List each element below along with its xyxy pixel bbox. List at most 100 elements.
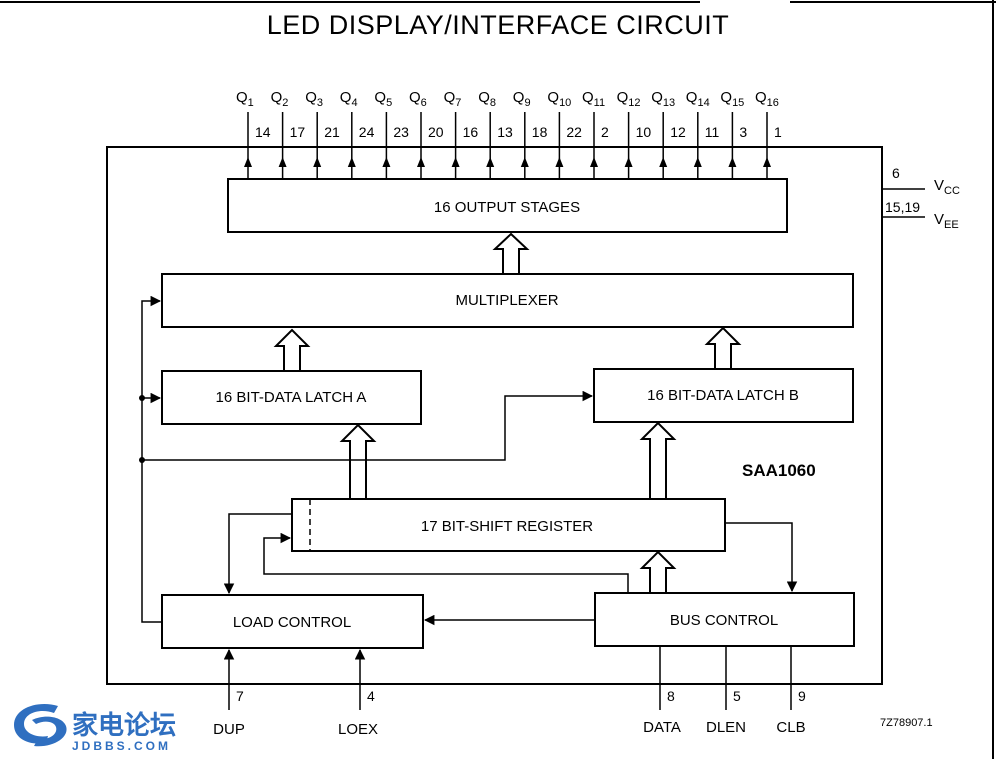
output-arrow-icon bbox=[693, 157, 702, 167]
output-pin-number: 12 bbox=[670, 124, 686, 140]
vcc-label: VCC bbox=[934, 177, 960, 197]
output-label-q8: Q8 bbox=[478, 89, 496, 109]
shift-register-label: 17 BIT-SHIFT REGISTER bbox=[421, 518, 593, 535]
output-label-q12: Q12 bbox=[617, 89, 641, 109]
output-pins: 14Q117Q221Q324Q423Q520Q616Q713Q818Q922Q1… bbox=[236, 89, 782, 179]
data-pin-number: 8 bbox=[667, 688, 675, 704]
output-label-q7: Q7 bbox=[444, 89, 462, 109]
multiplexer-label: MULTIPLEXER bbox=[455, 292, 558, 309]
dlen-pin-number: 5 bbox=[733, 688, 741, 704]
load-control-block: LOAD CONTROL bbox=[161, 594, 424, 649]
chip-name: SAA1060 bbox=[742, 461, 816, 480]
output-label-q11: Q11 bbox=[582, 89, 605, 109]
output-label-q1: Q1 bbox=[236, 89, 254, 109]
output-label-q16: Q16 bbox=[755, 89, 779, 109]
output-pin-number: 1 bbox=[774, 124, 782, 140]
output-pin-number: 22 bbox=[566, 124, 582, 140]
watermark-chinese: 家电论坛 bbox=[72, 710, 176, 741]
clb-pin-number: 9 bbox=[798, 688, 806, 704]
bus-to-shift-feedback-line bbox=[263, 532, 629, 593]
output-arrow-icon bbox=[763, 157, 771, 167]
loex-pin-number: 4 bbox=[367, 688, 375, 704]
output-arrow-icon bbox=[347, 157, 356, 167]
output-label-q15: Q15 bbox=[720, 89, 744, 109]
output-label-q3: Q3 bbox=[305, 89, 323, 109]
loex-label: LOEX bbox=[338, 721, 378, 738]
bus-arrow-mux-to-output bbox=[492, 232, 530, 275]
bus-arrow-latch-b-to-mux bbox=[704, 326, 742, 370]
logo-swirl-icon bbox=[32, 716, 67, 747]
output-pin-number: 11 bbox=[705, 124, 720, 140]
output-label-q6: Q6 bbox=[409, 89, 427, 109]
data-label: DATA bbox=[643, 719, 681, 736]
shift-register-block: 17 BIT-SHIFT REGISTER bbox=[291, 498, 726, 552]
output-pin-number: 18 bbox=[532, 124, 548, 140]
output-label-q2: Q2 bbox=[271, 89, 289, 109]
junction-dot bbox=[139, 457, 145, 463]
vcc-pin-number: 6 bbox=[892, 165, 900, 181]
output-arrow-icon bbox=[555, 157, 564, 167]
output-pin-number: 3 bbox=[739, 124, 747, 140]
figure-reference: 7Z78907.1 bbox=[880, 717, 933, 729]
output-arrow-icon bbox=[486, 157, 495, 167]
watermark-english: JDBBS.COM bbox=[72, 739, 171, 753]
load-control-label: LOAD CONTROL bbox=[233, 614, 351, 631]
bus-arrow-shift-to-latch-a bbox=[339, 423, 377, 500]
output-stages-block: 16 OUTPUT STAGES bbox=[227, 178, 788, 233]
dup-label: DUP bbox=[213, 721, 245, 738]
output-pin-number: 24 bbox=[359, 124, 375, 140]
output-pin-number: 21 bbox=[324, 124, 340, 140]
output-pin-number: 16 bbox=[463, 124, 479, 140]
bus-arrow-shift-to-latch-b bbox=[639, 421, 677, 500]
output-pin-number: 23 bbox=[393, 124, 409, 140]
bus-control-block: BUS CONTROL bbox=[594, 592, 855, 647]
vee-label: VEE bbox=[934, 211, 959, 231]
latch-a-label: 16 BIT-DATA LATCH A bbox=[216, 389, 367, 406]
latch-b-block: 16 BIT-DATA LATCH B bbox=[593, 368, 854, 423]
load-line-to-latch-b bbox=[142, 390, 594, 461]
output-label-q4: Q4 bbox=[340, 89, 358, 109]
output-label-q14: Q14 bbox=[686, 89, 710, 109]
logo-swirl-icon bbox=[14, 704, 58, 744]
bus-arrow-bus-to-shift bbox=[639, 550, 677, 594]
output-label-q9: Q9 bbox=[513, 89, 531, 109]
chip-outline bbox=[106, 146, 883, 685]
shift-to-bus-line bbox=[725, 522, 798, 593]
load-line-to-mux bbox=[141, 295, 162, 623]
dlen-label: DLEN bbox=[706, 719, 746, 736]
output-pin-number: 20 bbox=[428, 124, 444, 140]
junction-dot bbox=[139, 395, 145, 401]
watermark-logo: 家电论坛 JDBBS.COM bbox=[14, 704, 176, 753]
output-arrow-icon bbox=[590, 157, 598, 167]
output-arrow-icon bbox=[244, 157, 252, 167]
output-arrow-icon bbox=[659, 157, 668, 167]
output-stages-label: 16 OUTPUT STAGES bbox=[434, 199, 580, 216]
output-arrow-icon bbox=[278, 157, 287, 167]
output-pin-number: 14 bbox=[255, 124, 271, 140]
output-arrow-icon bbox=[728, 157, 737, 167]
diagram-title: LED DISPLAY/INTERFACE CIRCUIT bbox=[266, 10, 730, 40]
latch-a-block: 16 BIT-DATA LATCH A bbox=[161, 370, 422, 425]
output-pin-number: 13 bbox=[497, 124, 513, 140]
output-arrow-icon bbox=[451, 157, 460, 167]
output-label-q5: Q5 bbox=[374, 89, 392, 109]
output-arrow-icon bbox=[520, 157, 529, 167]
output-label-q10: Q10 bbox=[547, 89, 571, 109]
vee-pin-number: 15,19 bbox=[885, 199, 920, 215]
output-arrow-icon bbox=[624, 157, 633, 167]
output-arrow-icon bbox=[417, 157, 425, 167]
bus-arrow-latch-a-to-mux bbox=[273, 328, 311, 372]
output-pin-number: 17 bbox=[290, 124, 306, 140]
output-arrow-icon bbox=[382, 157, 391, 167]
latch-b-label: 16 BIT-DATA LATCH B bbox=[647, 387, 799, 404]
shift-to-load-line bbox=[223, 513, 292, 595]
clb-label: CLB bbox=[776, 719, 805, 736]
output-pin-number: 2 bbox=[601, 124, 609, 140]
multiplexer-block: MULTIPLEXER bbox=[161, 273, 854, 328]
output-pin-number: 10 bbox=[636, 124, 652, 140]
bus-control-label: BUS CONTROL bbox=[670, 612, 778, 629]
dup-pin-number: 7 bbox=[236, 688, 244, 704]
output-label-q13: Q13 bbox=[651, 89, 675, 109]
output-arrow-icon bbox=[313, 157, 322, 167]
